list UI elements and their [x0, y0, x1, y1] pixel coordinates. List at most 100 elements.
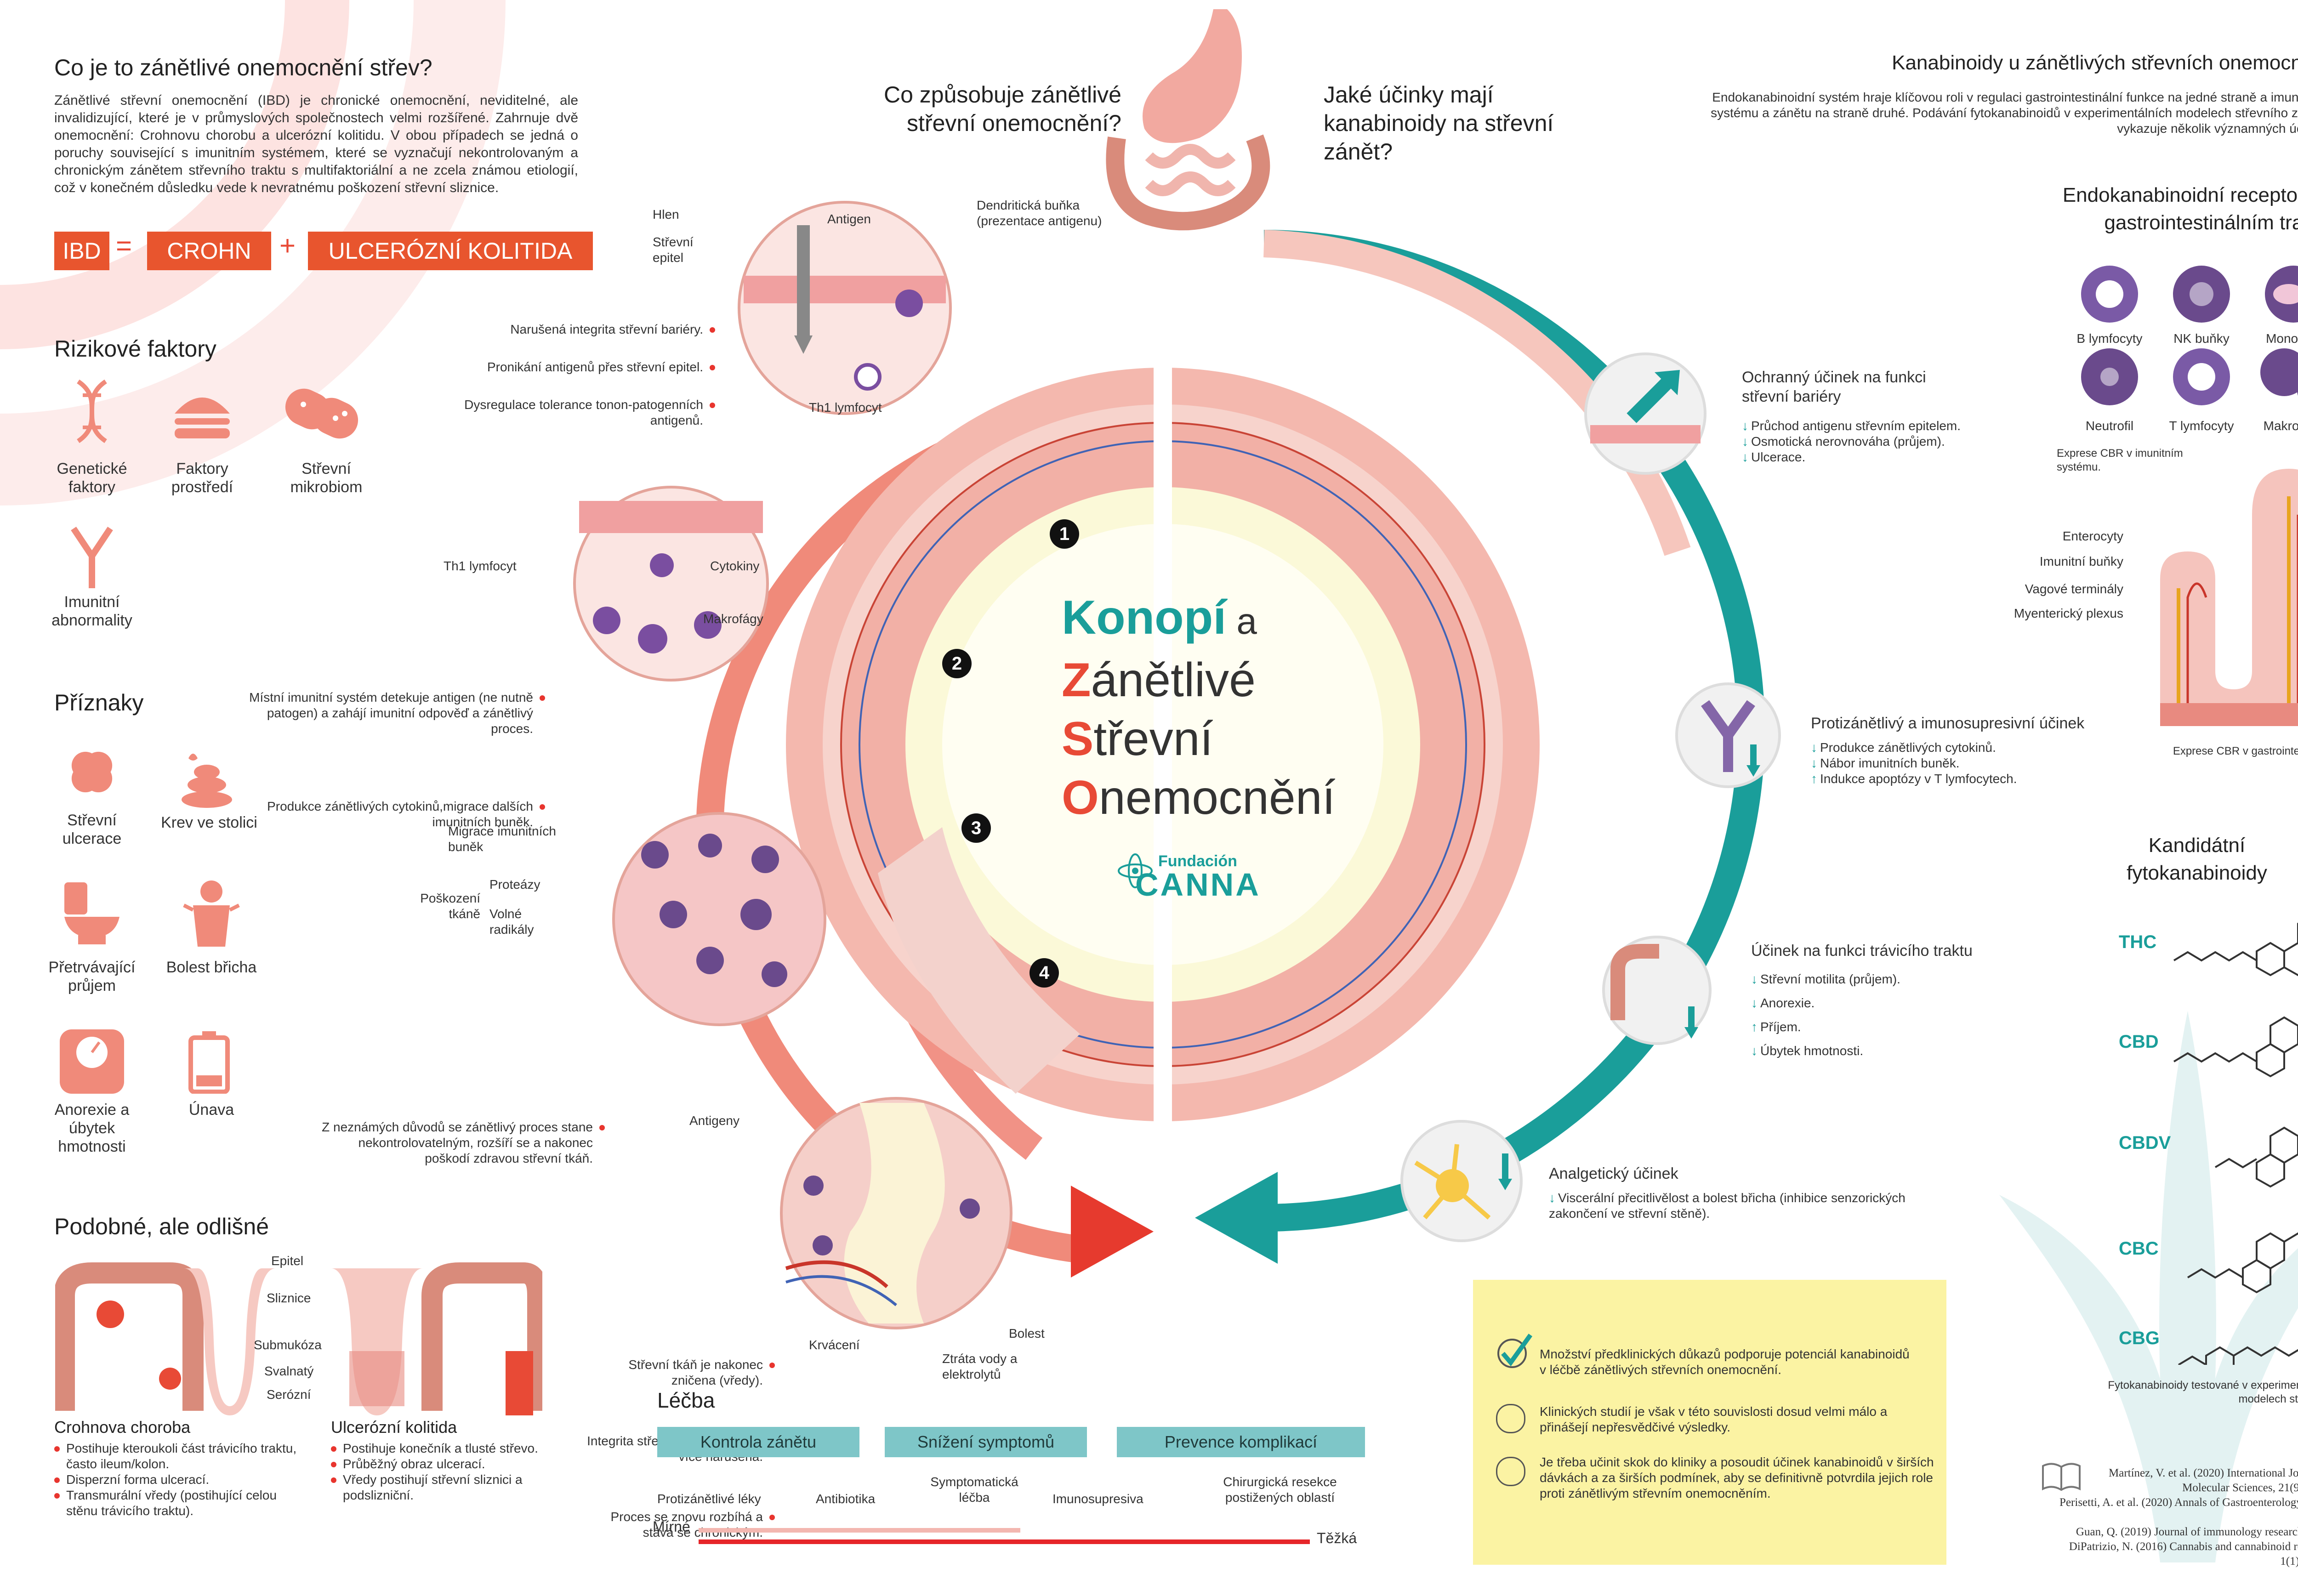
arrow-down-icon: ↓ — [1742, 434, 1748, 449]
goal-inflammation: Kontrola zánětu — [657, 1427, 859, 1457]
immune-cells-illustration — [2081, 266, 2298, 405]
barrier-effect-icon — [1584, 352, 1706, 475]
severity-severe-label: Těžká — [1317, 1530, 1357, 1546]
microbiome-icon — [285, 388, 358, 439]
layer-submukoza: Submukóza — [254, 1338, 322, 1352]
effect-3-item-4: Úbytek hmotnosti. — [1760, 1044, 1864, 1058]
effect-2-item-1: Produkce zánětlivých cytokinů. — [1820, 740, 1996, 755]
title-letter-o: O — [1062, 771, 1099, 824]
step-1-badge: 1 — [1050, 519, 1079, 549]
c1-note-2: Pronikání antigenů přes střevní epitel. — [414, 359, 715, 375]
circle-icon — [1496, 1404, 1525, 1433]
risk-genetic: Genetické faktory — [57, 460, 127, 496]
cell-neutrophil: Neutrofil — [2085, 419, 2134, 433]
crohn-item: Disperzní forma ulcerací. — [54, 1472, 302, 1488]
main-title: Konopí a Zánětlivé Střevní Onemocnění — [1062, 588, 1335, 827]
dna-icon — [77, 379, 107, 443]
formula-crohn: CROHN — [147, 232, 271, 270]
drug-antibiotics: Antibiotika — [816, 1492, 876, 1506]
severity-mild-label: Mírné — [653, 1518, 690, 1535]
receptors-title: Endokanabinoidní receptory v gastrointes… — [2062, 184, 2298, 234]
toilet-icon — [64, 882, 119, 944]
cause-title: Co způsobuje zánětlivé střevní onemocněn… — [884, 82, 1121, 136]
villus-enterocytes: Enterocyty — [2062, 529, 2123, 543]
crohn-item: Postihuje kteroukoli část trávicího trak… — [54, 1441, 302, 1472]
drug-antiinflammatory: Protizánětlivé léky — [657, 1492, 761, 1506]
effect-2-list: ↓Produkce zánětlivých cytokinů. ↓Nábor i… — [1811, 740, 2059, 787]
formula-uc: ULCERÓZNÍ KOLITIDA — [308, 232, 593, 270]
c2-makrofagy: Makrofágy — [703, 612, 763, 626]
arrow-up-icon: ↑ — [1751, 1020, 1758, 1034]
goal-complications: Prevence komplikací — [1117, 1427, 1365, 1457]
title-letter-s: S — [1062, 712, 1094, 766]
reference: Guan, Q. (2019) Journal of immunology re… — [2076, 1526, 2298, 1538]
uc-title: Ulcerózní kolitida — [331, 1418, 457, 1437]
formula-ibd: IBD — [54, 232, 109, 270]
title-word-1: onopí — [1096, 591, 1227, 644]
effect-1-item-2: Osmotická nerovnováha (průjem). — [1751, 434, 1945, 449]
symptom-pain: Bolest břicha — [166, 959, 257, 976]
c3-proteazy: Proteázy — [489, 877, 540, 892]
cbr-gi-note: Exprese CBR v gastrointestinální stěně. — [2173, 745, 2298, 757]
effect-1-list: ↓Průchod antigenu střevním epitelem. ↓Os… — [1742, 418, 1999, 465]
effect-item: ↓Ulcerace. — [1742, 449, 1999, 465]
formula-eq: = — [116, 230, 132, 261]
title-and: a — [1226, 601, 1257, 642]
c3-poskozeni: Poškození tkáně — [420, 891, 480, 921]
effect-title: Jaké účinky mají kanabinoidy na střevní … — [1324, 82, 1554, 165]
symptom-diarrhea: Přetrvávající průjem — [48, 959, 136, 994]
c2-cytokiny: Cytokiny — [710, 559, 760, 573]
formula-plus: + — [279, 230, 296, 261]
reference: Perisetti, A. et al. (2020) Annals of Ga… — [2059, 1496, 2298, 1509]
symptom-blood: Krev ve stolici — [161, 814, 257, 831]
cell-nk: NK buňky — [2173, 331, 2230, 346]
ulcer-bandage-icon — [71, 751, 113, 793]
title-word-4: nemocnění — [1098, 771, 1336, 824]
c4-krvaceni: Krvácení — [809, 1338, 860, 1352]
c1-antigen: Antigen — [827, 212, 871, 226]
arrow-down-icon: ↓ — [1811, 756, 1817, 770]
effect-item: ↓Produkce zánětlivých cytokinů. — [1811, 740, 2059, 755]
title-word-3: třevní — [1093, 712, 1213, 766]
antibody-icon — [71, 527, 113, 588]
c4-note-1: Střevní tkáň je nakonec zničena (vředy). — [597, 1357, 775, 1388]
symptom-ulcer: Střevní ulcerace — [62, 812, 122, 847]
title-letter-z: Z — [1062, 653, 1091, 707]
effect-3-list: ↓Střevní motilita (průjem). ↓Anorexie. ↑… — [1751, 967, 1981, 1063]
title-word-2: ánětlivé — [1091, 653, 1256, 707]
effect-1-item-1: Průchod antigenu střevním epitelem. — [1751, 419, 1961, 433]
cannabis-leaf-watermark — [1999, 1011, 2298, 1562]
uc-item: Průběžný obraz ulcerací. — [331, 1456, 588, 1472]
arrow-down-icon: ↓ — [1742, 450, 1748, 464]
effect-item: ↑Indukce apoptózy v T lymfocytech. — [1811, 771, 2059, 787]
fundacion-canna-logo: Fundación CANNA — [1117, 852, 1264, 912]
effect-2-title: Protizánětlivý a imunosupresivní účinek — [1811, 715, 2085, 732]
c2-th1: Th1 lymfocyt — [444, 559, 517, 573]
logo-top: Fundación — [1158, 852, 1237, 870]
effect-item: ↓Úbytek hmotnosti. — [1751, 1039, 1981, 1063]
uc-item: Vředy postihují střevní sliznici a podsl… — [331, 1472, 588, 1503]
battery-low-icon — [188, 1031, 230, 1094]
c1-note-3: Dysregulace tolerance tonon-patogenních … — [460, 397, 715, 428]
effect-2-item-3: Indukce apoptózy v T lymfocytech. — [1820, 772, 2017, 786]
antiinflammatory-effect-icon — [1675, 682, 1781, 788]
candidates-note: Fytokanabinoidy testované v experimentál… — [2108, 1379, 2298, 1405]
effect-item: ↓Anorexie. — [1751, 991, 1981, 1015]
effect-item: ↓Průchod antigenu střevním epitelem. — [1742, 418, 1999, 434]
scale-icon — [60, 1029, 124, 1094]
uc-item: Postihuje konečník a tlusté střevo. — [331, 1441, 588, 1456]
c4-antigeny: Antigeny — [689, 1113, 739, 1128]
cell-t: T lymfocyty — [2169, 419, 2234, 433]
risk-immune: Imunitní abnormality — [51, 593, 132, 629]
arrow-down-icon: ↓ — [1549, 1191, 1555, 1205]
effect-3-item-1: Střevní motilita (průjem). — [1760, 972, 1900, 986]
layer-epitel: Epitel — [271, 1254, 304, 1268]
cell-macrophage: Makrofágy — [2263, 419, 2298, 433]
c4-ztrata: Ztráta vody a elektrolytů — [942, 1352, 1018, 1381]
arrow-up-icon: ↑ — [1811, 772, 1817, 786]
effect-3-item-3: Příjem. — [1760, 1020, 1801, 1034]
what-text: Zánětlivé střevní onemocnění (IBD) je ch… — [54, 93, 578, 195]
effect-1-title: Ochranný účinek na funkci střevní bariér… — [1742, 369, 1926, 405]
effect-item: ↓Střevní motilita (průjem). — [1751, 967, 1981, 991]
c1-epitel: Střevní epitel — [653, 235, 694, 265]
